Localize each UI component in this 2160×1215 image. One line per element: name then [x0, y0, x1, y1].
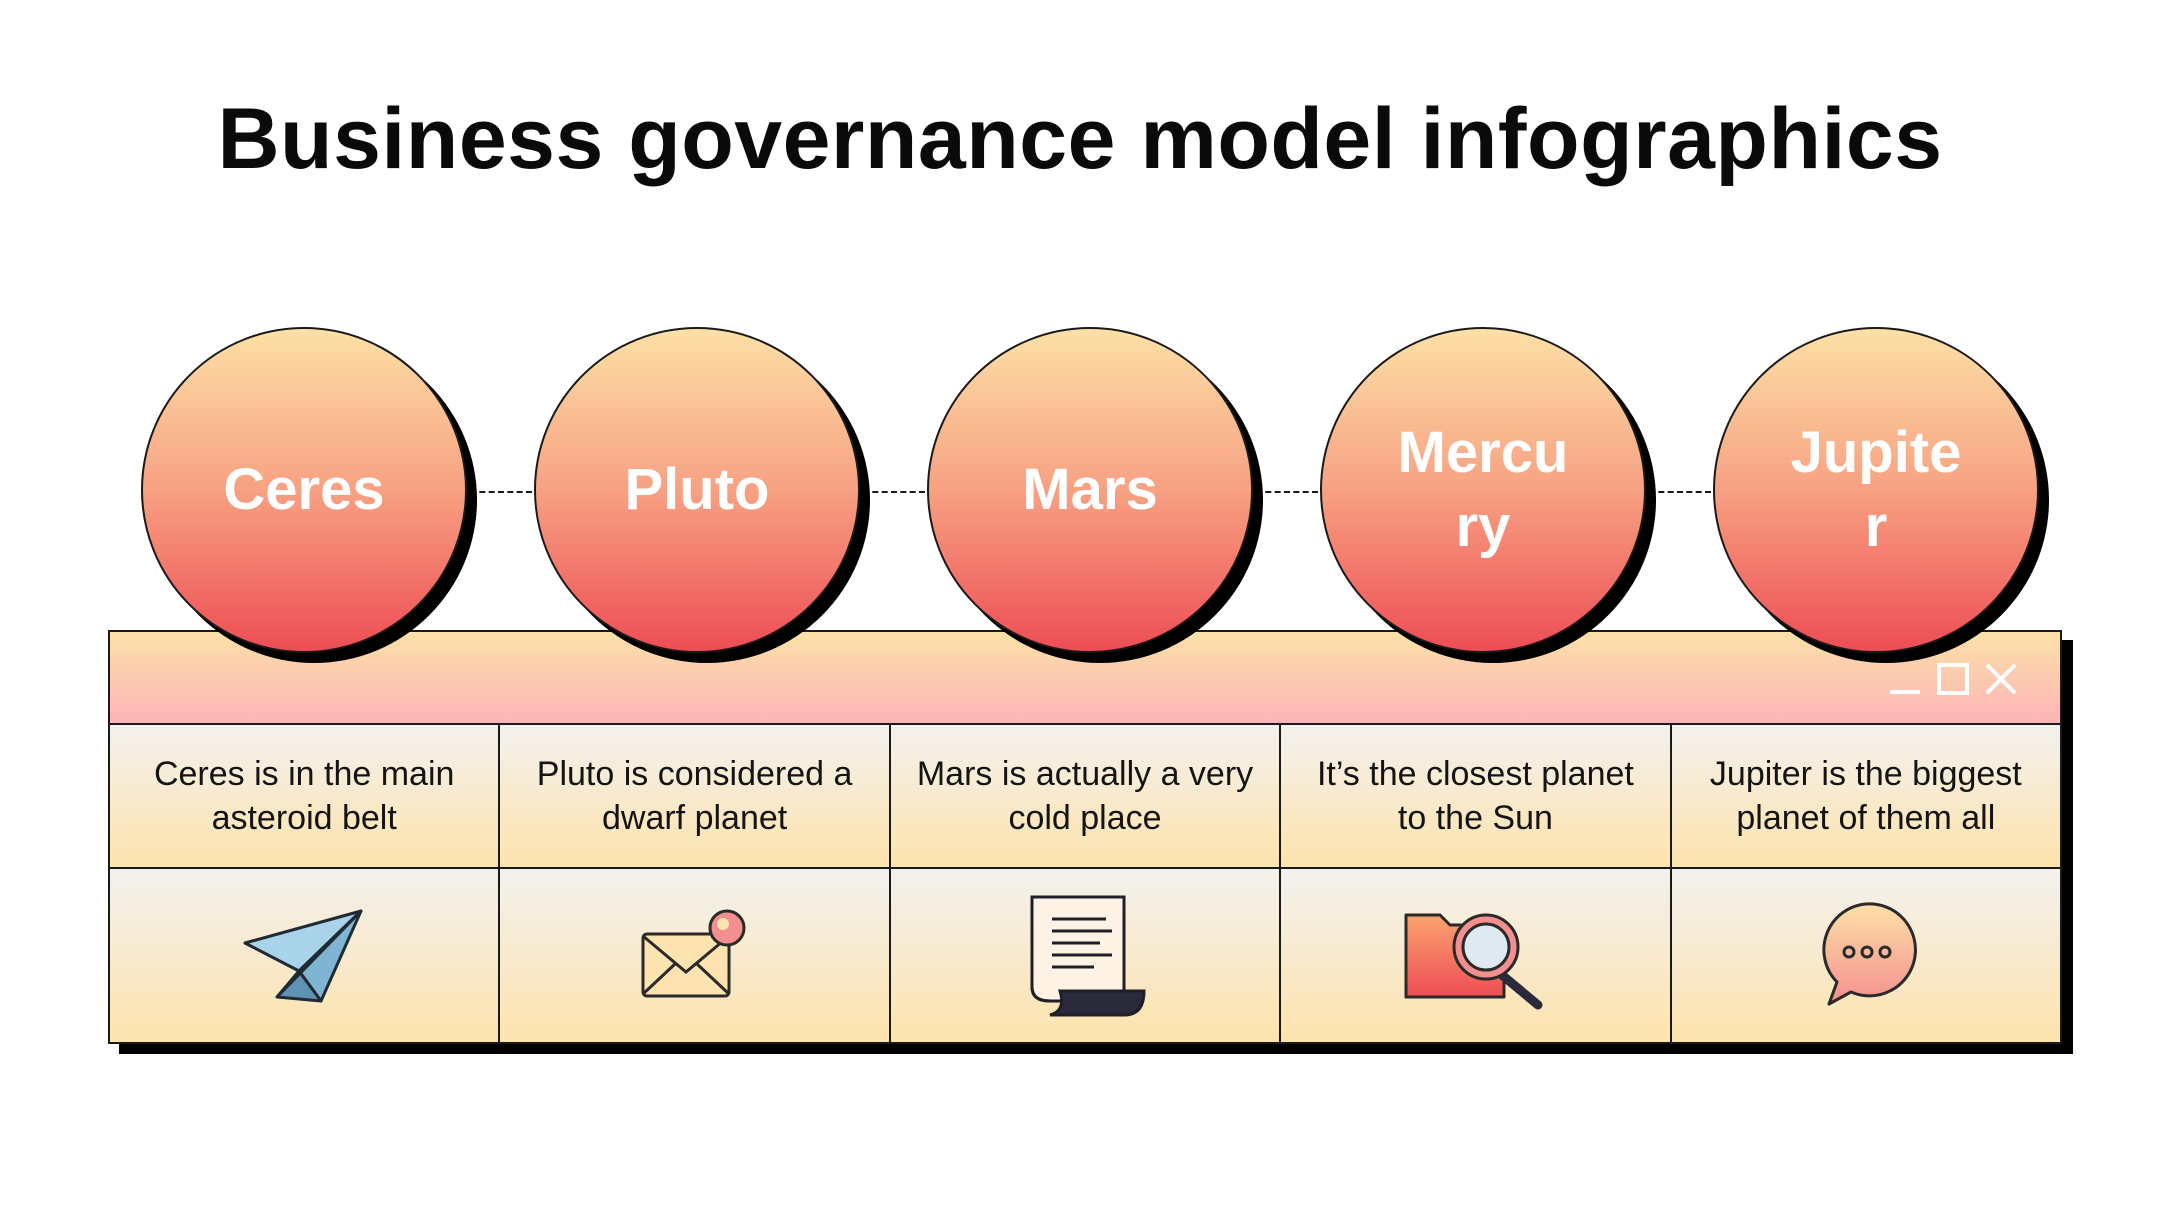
- maximize-icon[interactable]: [1936, 662, 1970, 696]
- icon-cell-ceres: [110, 869, 501, 1042]
- connector-line: [863, 491, 925, 493]
- envelope-notification-icon: [641, 909, 746, 997]
- connector-line: [470, 491, 532, 493]
- circle-label: Ceres: [223, 457, 385, 522]
- description-text: Jupiter is the biggest planet of them al…: [1709, 755, 2022, 837]
- circle-mercury: Mercury: [1320, 327, 1656, 663]
- circle-jupiter: Jupiter: [1713, 327, 2049, 663]
- minimize-icon[interactable]: [1888, 662, 1922, 696]
- circle-label: Mars: [1022, 457, 1158, 522]
- description-cell-mercury: It’s the closest planet to the Sun: [1281, 725, 1672, 867]
- window-controls: [1888, 662, 2018, 696]
- description-cell-ceres: Ceres is in the main asteroid belt: [110, 725, 501, 867]
- circle-ceres: Ceres: [141, 327, 477, 663]
- icon-cell-mercury: [1281, 869, 1672, 1042]
- description-text: Mars is actually a very cold place: [916, 755, 1254, 837]
- document-scroll-icon: [1030, 895, 1146, 1016]
- connector-line: [1649, 491, 1711, 493]
- description-cell-jupiter: Jupiter is the biggest planet of them al…: [1671, 725, 2061, 867]
- circle-label: Mercury: [1397, 420, 1569, 559]
- folder-search-icon: [1404, 913, 1543, 1009]
- description-text: Pluto is considered a dwarf planet: [536, 755, 853, 837]
- paper-plane-icon: [243, 909, 363, 1002]
- page-title: Business governance model infographics: [217, 91, 1943, 187]
- close-icon[interactable]: [1984, 662, 2018, 696]
- info-window: Ceres is in the main asteroid belt Pluto…: [108, 630, 2062, 1044]
- icon-cell-mars: [890, 869, 1282, 1042]
- circle-label: Jupiter: [1790, 420, 1962, 559]
- description-row: Ceres is in the main asteroid belt Pluto…: [110, 725, 2061, 869]
- circle-mars: Mars: [927, 327, 1263, 663]
- description-cell-mars: Mars is actually a very cold place: [890, 725, 1282, 867]
- description-cell-pluto: Pluto is considered a dwarf planet: [500, 725, 891, 867]
- circle-label: Pluto: [624, 457, 770, 522]
- description-text: It’s the closest planet to the Sun: [1316, 755, 1634, 837]
- chat-bubble-icon: [1822, 901, 1917, 1005]
- description-text: Ceres is in the main asteroid belt: [153, 755, 455, 837]
- circle-pluto: Pluto: [534, 327, 870, 663]
- icon-row: [110, 869, 2061, 1042]
- icon-cell-jupiter: [1671, 869, 2061, 1042]
- icon-cell-pluto: [500, 869, 891, 1042]
- connector-line: [1256, 491, 1318, 493]
